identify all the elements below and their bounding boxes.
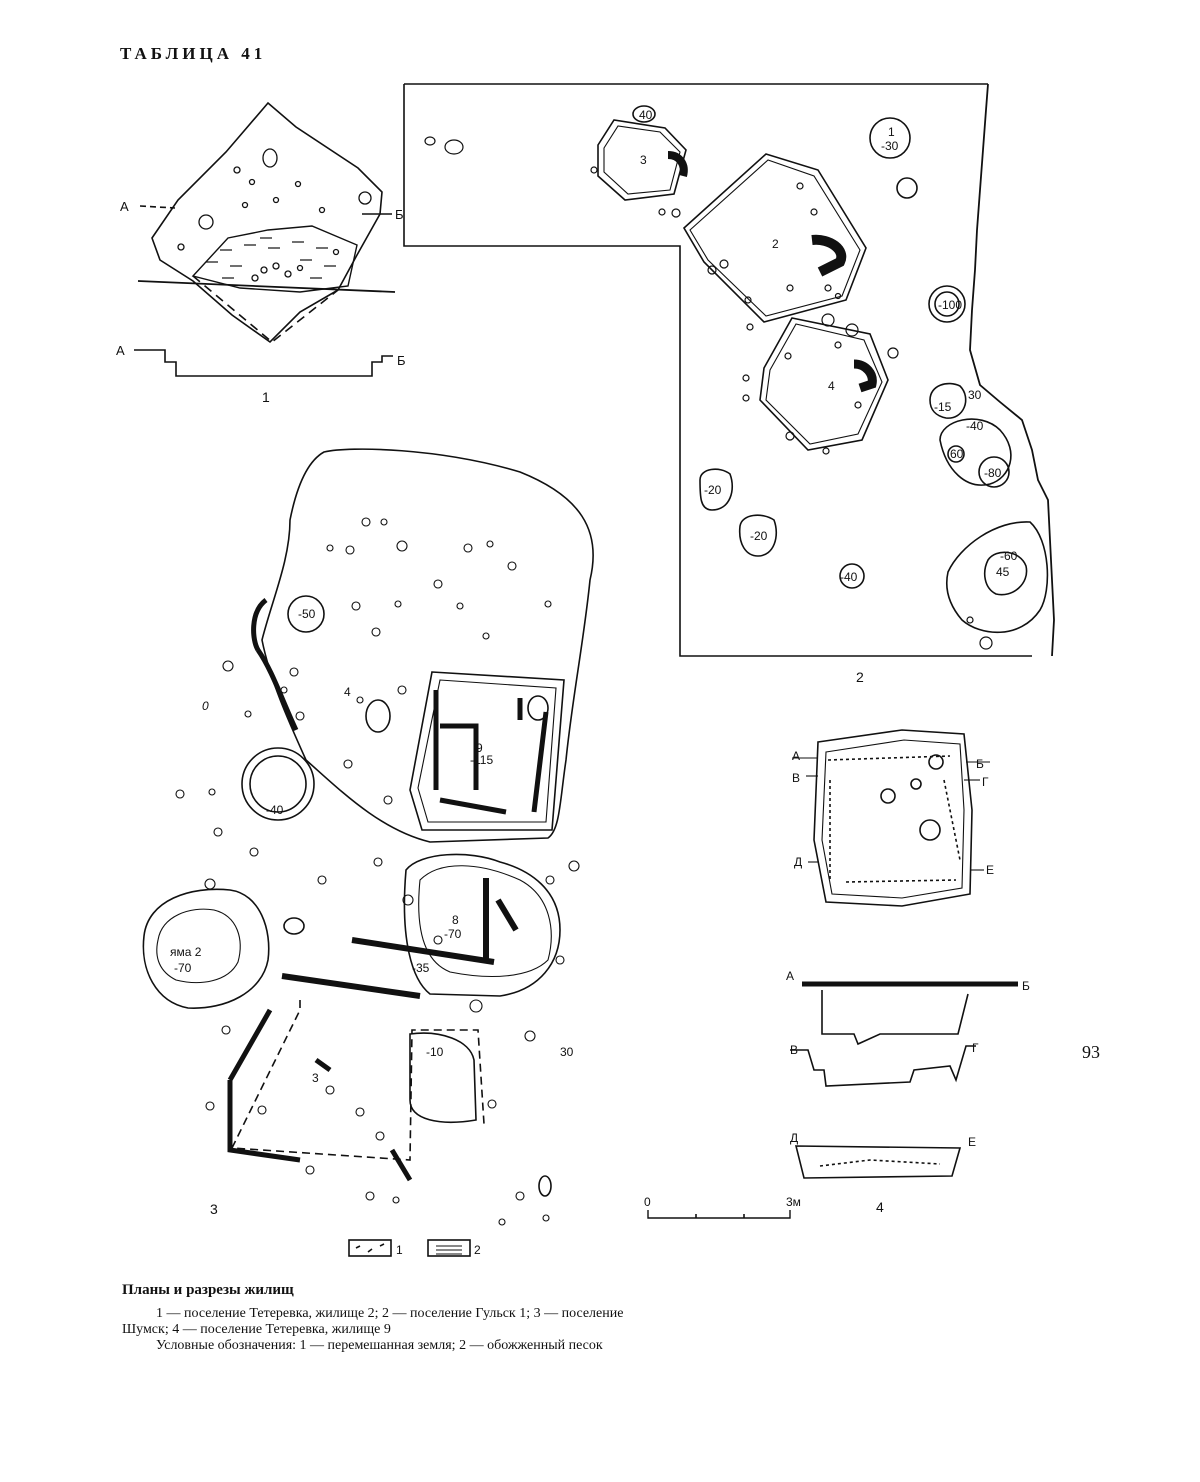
fig2-depth: -100 xyxy=(938,298,962,312)
fig4-label-e: Е xyxy=(986,863,994,877)
fig2-dwelling-1: 1 xyxy=(888,125,895,139)
fig3-depth: -70 xyxy=(174,961,192,975)
fig2-depth: -15 xyxy=(934,400,952,414)
fig4-number: 4 xyxy=(876,1199,884,1215)
caption-line: Условные обозначения: 1 — перемешанная з… xyxy=(156,1338,603,1353)
fig1-section-label-b: Б xyxy=(397,353,406,368)
fig2-depth: -40 xyxy=(966,419,984,433)
figure-1-plan: А Б xyxy=(120,101,404,344)
fig2-depth: -60 xyxy=(1000,549,1018,563)
caption-title: Планы и разрезы жилищ xyxy=(122,1282,294,1298)
fig2-depth: 30 xyxy=(968,388,982,402)
scale-bar: 0 3м 4 xyxy=(644,1195,884,1219)
scale-start: 0 xyxy=(644,1195,651,1209)
fig3-number: 3 xyxy=(210,1201,218,1217)
fig3-depth: -50 xyxy=(298,607,316,621)
fig2-depth: -30 xyxy=(881,139,899,153)
legend-swatch-mixed-earth xyxy=(348,1239,392,1257)
figure-4-plan: А Б В Г Д Е xyxy=(792,729,994,907)
fig3-dwelling-4: 4 xyxy=(344,685,351,699)
figure-2-plan: 40 3 1 -30 2 -100 4 -15 30 -40 60 -80 -2… xyxy=(403,83,1055,685)
scale-end: 3м xyxy=(786,1195,801,1209)
fig3-depth: -10 xyxy=(426,1045,444,1059)
fig2-dwelling-3: 3 xyxy=(640,153,647,167)
fig4-section-label-b: Б xyxy=(1022,979,1030,993)
table-title: ТАБЛИЦА 41 xyxy=(120,44,267,63)
fig3-dwelling-8: 8 xyxy=(452,913,459,927)
fig2-depth: 60 xyxy=(950,447,964,461)
fig4-label-v: В xyxy=(792,771,800,785)
fig1-label-b: Б xyxy=(395,207,404,222)
fig3-depth: -35 xyxy=(412,961,430,975)
fig1-section-label-a: А xyxy=(116,343,125,358)
fig3-depth: -115 xyxy=(470,753,493,767)
caption-line: Шумск; 4 — поселение Тетеревка, жилище 9 xyxy=(122,1322,391,1337)
fig3-depth: -70 xyxy=(444,927,462,941)
legend-key-2: 2 xyxy=(474,1243,481,1257)
fig4-section-label-e: Е xyxy=(968,1135,976,1149)
fig3-depth: -40 xyxy=(266,803,284,817)
fig4-section-label-g: Г xyxy=(972,1041,979,1055)
figure-3-plan: 4 9 -115 -50 -40 8 -70 -35 яма 2 -70 -10… xyxy=(142,448,594,1226)
fig2-number: 2 xyxy=(856,669,864,685)
fig2-depth: -20 xyxy=(704,483,722,497)
fig2-depth: -40 xyxy=(840,570,858,584)
figure-4-sections: А Б В Г Д Е xyxy=(786,969,1030,1179)
legend-swatch-burnt-sand xyxy=(427,1239,471,1257)
fig3-dwelling-3: 3 xyxy=(312,1071,319,1085)
fig2-depth: 40 xyxy=(639,108,653,122)
fig2-depth: -20 xyxy=(750,529,768,543)
fig4-label-d: Д xyxy=(794,855,802,869)
fig2-depth: -80 xyxy=(984,466,1002,480)
fig2-dwelling-4: 4 xyxy=(828,379,835,393)
fig4-section-label-a: А xyxy=(786,969,794,983)
fig3-depth: 30 xyxy=(560,1045,574,1059)
fig4-label-g: Г xyxy=(982,775,989,789)
fig3-dwelling-9: 9 xyxy=(476,741,483,755)
fig2-dwelling-2: 2 xyxy=(772,237,779,251)
fig3-pit-2: яма 2 xyxy=(170,945,202,959)
figure-1-section: А Б 1 xyxy=(116,343,406,405)
page-number: 93 xyxy=(1082,1042,1100,1062)
fig1-label-a: А xyxy=(120,199,129,214)
caption-line: 1 — поселение Тетеревка, жилище 2; 2 — п… xyxy=(156,1306,624,1321)
fig4-section-label-v: В xyxy=(790,1043,798,1057)
fig1-number: 1 xyxy=(262,389,270,405)
fig4-label-b: Б xyxy=(976,757,984,771)
caption-body: 1 — поселение Тетеревка, жилище 2; 2 — п… xyxy=(122,1306,842,1354)
fig4-label-a: А xyxy=(792,749,800,763)
fig2-depth: 45 xyxy=(996,565,1010,579)
legend-key-1: 1 xyxy=(396,1243,403,1257)
fig3-marker: 0 xyxy=(202,699,209,713)
legend: 1 2 xyxy=(348,1239,481,1257)
fig4-section-label-d: Д xyxy=(790,1131,798,1145)
